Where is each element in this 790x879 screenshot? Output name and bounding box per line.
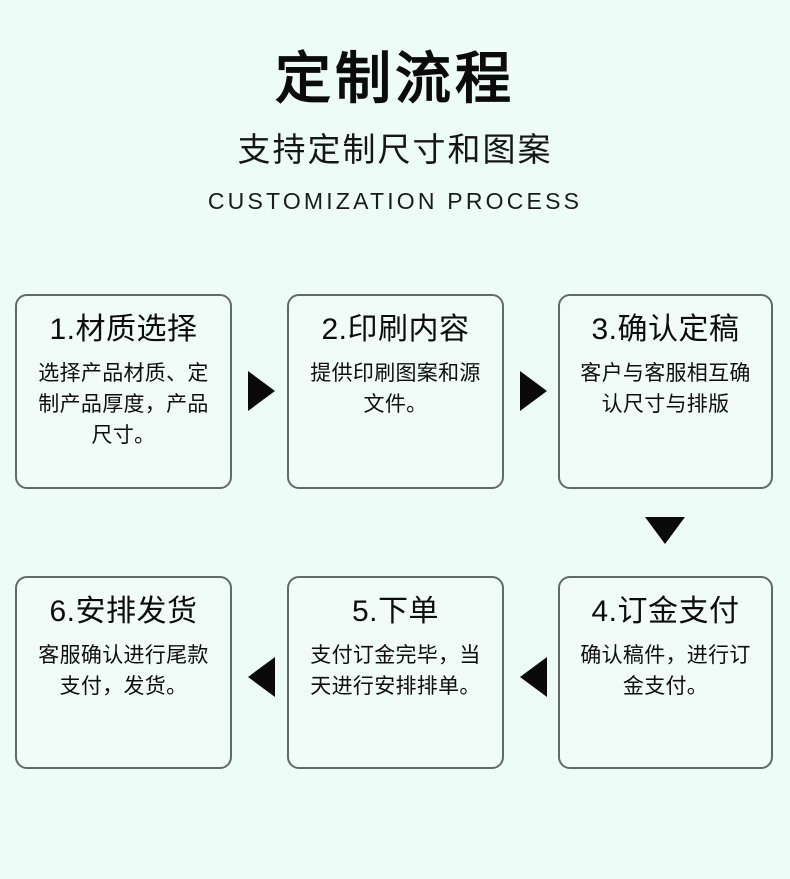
process-step-card-6: 6.安排发货 客服确认进行尾款支付，发货。 — [15, 576, 232, 769]
page-eyebrow-english: CUSTOMIZATION PROCESS — [207, 188, 583, 214]
step-6-description: 客服确认进行尾款支付，发货。 — [38, 644, 209, 698]
arrow-left-icon-step-4-to-5 — [520, 657, 547, 697]
process-step-card-1: 1.材质选择 选择产品材质、定制产品厚度，产品尺寸。 — [15, 294, 232, 489]
arrow-left-icon-step-5-to-6 — [248, 657, 275, 697]
step-5-description: 支付订金完毕，当天进行安排排单。 — [310, 644, 481, 698]
step-4-description: 确认稿件，进行订金支付。 — [580, 644, 751, 698]
step-3-description: 客户与客服相互确认尺寸与排版 — [580, 362, 751, 416]
step-1-title: 1.材质选择 — [49, 313, 198, 346]
step-6-title: 6.安排发货 — [49, 595, 198, 628]
arrow-down-icon-step-3-to-4 — [645, 517, 685, 544]
step-1-description: 选择产品材质、定制产品厚度，产品尺寸。 — [38, 362, 209, 447]
step-2-description: 提供印刷图案和源文件。 — [310, 362, 481, 416]
step-5-title: 5.下单 — [351, 595, 440, 628]
page-title: 定制流程 — [275, 47, 515, 110]
process-step-card-4: 4.订金支付 确认稿件，进行订金支付。 — [558, 576, 773, 769]
step-4-title: 4.订金支付 — [591, 595, 740, 628]
process-step-card-3: 3.确认定稿 客户与客服相互确认尺寸与排版 — [558, 294, 773, 489]
process-step-card-5: 5.下单 支付订金完毕，当天进行安排排单。 — [287, 576, 504, 769]
arrow-right-icon-step-2-to-3 — [520, 371, 547, 411]
page-subtitle: 支持定制尺寸和图案 — [237, 131, 553, 168]
step-2-title: 2.印刷内容 — [321, 313, 470, 346]
step-3-title: 3.确认定稿 — [591, 313, 740, 346]
page-header: 定制流程 支持定制尺寸和图案 CUSTOMIZATION PROCESS — [0, 0, 790, 215]
arrow-right-icon-step-1-to-2 — [248, 371, 275, 411]
process-step-card-2: 2.印刷内容 提供印刷图案和源文件。 — [287, 294, 504, 489]
